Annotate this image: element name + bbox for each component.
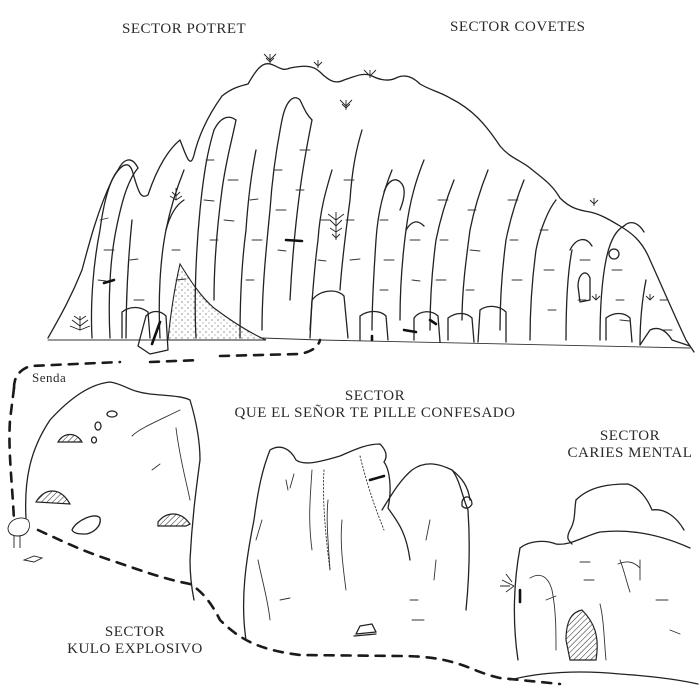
crack-line	[323, 469, 331, 571]
hatched-overhang	[56, 433, 84, 443]
sector-caries-line2: CARIES MENTAL	[567, 445, 693, 461]
qes-pinnacles	[242, 443, 473, 641]
tree-icon	[7, 517, 44, 563]
small-rock	[353, 623, 377, 637]
sector-caries-label: SECTOR CARIES MENTAL	[560, 428, 700, 462]
trail-senda-upper	[12, 338, 322, 390]
kulo-explosivo-boulder	[7, 381, 201, 601]
sector-potret-label: SECTOR POTRET	[122, 21, 247, 37]
sector-qes-line2: QUE EL SEÑOR TE PILLE CONFESADO	[234, 405, 516, 421]
hatched-overhang	[34, 490, 72, 505]
hatched-overhang	[157, 513, 191, 527]
scree-cone	[167, 262, 267, 341]
dark-cracks	[102, 238, 438, 342]
leaning-block	[137, 310, 169, 355]
trail-senda-left	[8, 386, 16, 522]
sector-covetes-label: SECTOR COVETES	[450, 19, 586, 35]
ground-line	[47, 337, 691, 349]
upper-massif	[47, 53, 695, 355]
round-hole	[608, 248, 620, 260]
right-niche	[577, 272, 591, 303]
base-boulders	[121, 290, 691, 347]
massif-outline	[47, 63, 695, 353]
caries-mental-rocks	[500, 483, 699, 685]
senda-label: Senda	[32, 370, 67, 385]
trail-senda-lower	[36, 528, 562, 686]
sector-kulo-line1: SECTOR	[104, 624, 166, 640]
sector-kulo-line2: KULO EXPLOSIVO	[67, 641, 203, 657]
crack-line	[359, 455, 385, 531]
sector-qes-line1: SECTOR	[344, 388, 406, 404]
bush-icon	[500, 573, 515, 593]
pinnacle-caps	[117, 97, 645, 251]
sector-caries-line1: SECTOR	[599, 428, 661, 444]
bush-icons	[69, 53, 655, 331]
ledge-marks	[97, 149, 673, 331]
block-crack	[150, 320, 162, 346]
hole	[461, 496, 473, 509]
sector-qes-label: SECTOR QUE EL SEÑOR TE PILLE CONFESADO	[210, 388, 540, 422]
sector-kulo-label: SECTOR KULO EXPLOSIVO	[60, 624, 210, 658]
hatched-overhang	[565, 609, 598, 661]
dark-crack	[368, 474, 386, 482]
